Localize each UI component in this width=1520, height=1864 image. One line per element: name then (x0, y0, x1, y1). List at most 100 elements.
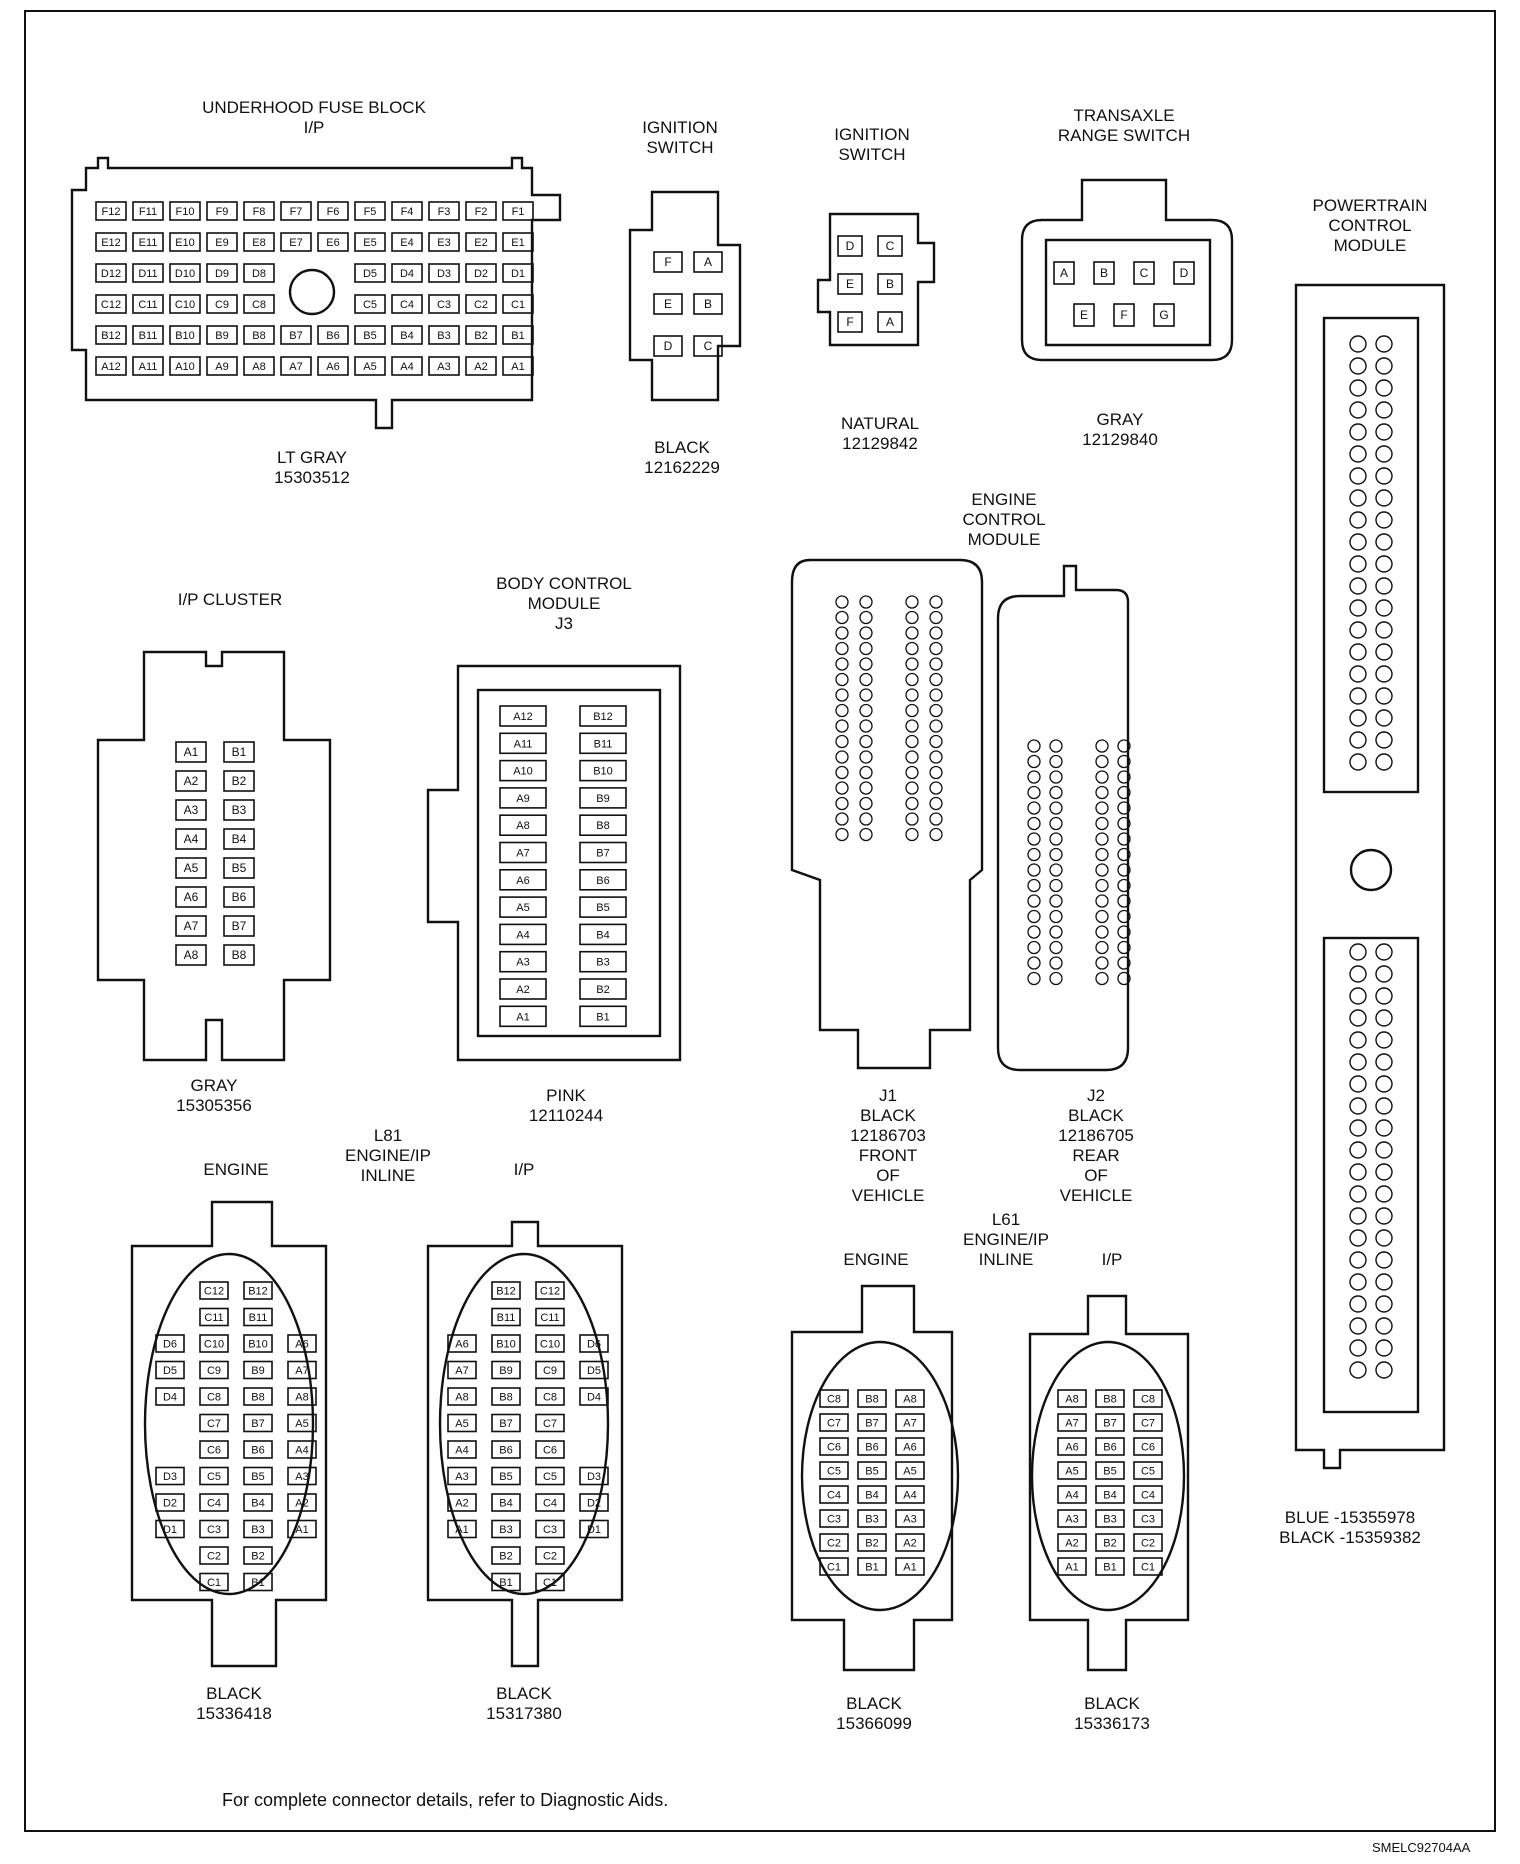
pin-label: B3 (865, 1514, 878, 1526)
pin-label: C1 (207, 1577, 221, 1589)
pin-label: A1 (184, 745, 199, 759)
ecm-j2-pin (1049, 801, 1063, 815)
pin-cavity (95, 325, 127, 345)
pin-label: C10 (540, 1339, 560, 1351)
pin-label: B1 (251, 1577, 264, 1589)
ecm-j2-pin (1095, 863, 1109, 877)
pin-cavity (857, 1533, 887, 1552)
pin-label: B (886, 277, 894, 291)
pin-label: C3 (543, 1524, 557, 1536)
pin-label: B5 (1103, 1466, 1116, 1478)
pin-label: B8 (252, 330, 265, 342)
pin-cavity (895, 1389, 925, 1408)
pin-cavity (877, 273, 903, 295)
ecm-j2-pin (1095, 754, 1109, 769)
pcm-pin (1349, 423, 1367, 441)
ecm-j1-outline (790, 558, 984, 1070)
pin-cavity (502, 263, 534, 283)
pcm-pin (1375, 555, 1393, 573)
ecm-j2-pin (1027, 847, 1041, 862)
ecm-j1-pin (905, 781, 919, 795)
pin-cavity (819, 1389, 849, 1408)
ecm-j1-pin (905, 812, 919, 826)
pcm-pin (1349, 621, 1367, 639)
pin-cavity (243, 201, 275, 221)
pin-label: B6 (232, 890, 247, 904)
ecm-j2-pin (1027, 801, 1041, 815)
pin-cavity (447, 1493, 477, 1512)
pin-label: C11 (138, 299, 157, 311)
pin-label: D1 (163, 1524, 177, 1536)
pin-cavity (354, 201, 386, 221)
pin-cavity (428, 232, 460, 252)
l81-engine-outline (130, 1200, 328, 1668)
pin-label: C7 (543, 1418, 557, 1430)
pin-label: C11 (540, 1312, 559, 1324)
pin-label: C3 (1141, 1514, 1155, 1526)
pin-cavity (175, 828, 207, 850)
pcm-pin (1375, 1075, 1393, 1093)
pin-cavity (499, 759, 547, 782)
pin-label: B3 (1103, 1514, 1116, 1526)
pin-label: B4 (865, 1490, 878, 1502)
ecm-j2-pin (1049, 863, 1063, 877)
pcm-pin (1349, 1295, 1367, 1313)
pin-cavity (1095, 1485, 1125, 1504)
pcm-pin (1375, 511, 1393, 529)
pin-label: F8 (253, 206, 266, 218)
ecm-j2-label: J2 BLACK 12186705 REAR OF VEHICLE (1058, 1086, 1134, 1205)
pin-label: B10 (496, 1339, 516, 1351)
pin-cavity (447, 1413, 477, 1433)
pin-label: A1 (516, 1011, 529, 1023)
pin-label: A11 (139, 361, 158, 373)
pin-label: B (1100, 266, 1108, 280)
pin-label: E4 (400, 237, 413, 249)
pin-cavity (199, 1466, 229, 1486)
pcm-outline (1294, 283, 1446, 1470)
pin-cavity (877, 311, 903, 333)
pcm-pin (1349, 943, 1367, 961)
pin-cavity (206, 263, 238, 283)
pin-label: A1 (511, 361, 524, 373)
pin-label: E11 (139, 237, 158, 249)
pin-cavity (243, 356, 275, 376)
pin-cavity (206, 232, 238, 252)
ecm-j2-pin (1095, 971, 1109, 986)
pcm-part-blue: BLUE -15355978 (1284, 1508, 1416, 1527)
pin-label: A5 (516, 902, 529, 914)
ecm-j1-pin (905, 719, 919, 733)
pcm-pin (1349, 1361, 1367, 1379)
pin-cavity (819, 1533, 849, 1552)
pin-cavity (857, 1461, 887, 1480)
bcm-color: PINK (546, 1086, 586, 1105)
pin-cavity (1095, 1509, 1125, 1528)
pin-label: A8 (516, 820, 529, 832)
pin-label: D4 (587, 1392, 601, 1404)
ignition-switch-1-outline (628, 190, 742, 402)
pin-cavity (1093, 261, 1115, 285)
ecm-j1-pin (835, 827, 849, 842)
pin-label: C5 (1141, 1466, 1155, 1478)
pcm-pin (1349, 643, 1367, 661)
pin-label: B4 (596, 929, 609, 941)
ecm-j1-pin (905, 703, 919, 718)
pin-cavity (206, 201, 238, 221)
pcm-pin (1375, 533, 1393, 551)
pin-label: B4 (1103, 1490, 1116, 1502)
pin-label: C4 (1141, 1490, 1155, 1502)
pin-label: F5 (364, 206, 377, 218)
pin-cavity (535, 1466, 565, 1486)
ecm-j1-pin (859, 657, 873, 671)
pcm-pin (1349, 1141, 1367, 1159)
pin-label: C8 (207, 1392, 221, 1404)
ignition-switch-2-part: 12129842 (842, 434, 918, 453)
pin-label: C8 (252, 299, 266, 311)
pin-cavity (223, 828, 255, 850)
pcm-lower-block (1322, 936, 1420, 1414)
pin-cavity (1133, 1485, 1163, 1504)
ecm-j1-pin (859, 610, 873, 625)
pin-label: E7 (289, 237, 302, 249)
pin-cavity (391, 294, 423, 314)
pin-cavity (1095, 1557, 1125, 1576)
ecm-j2-pin (1049, 832, 1063, 846)
